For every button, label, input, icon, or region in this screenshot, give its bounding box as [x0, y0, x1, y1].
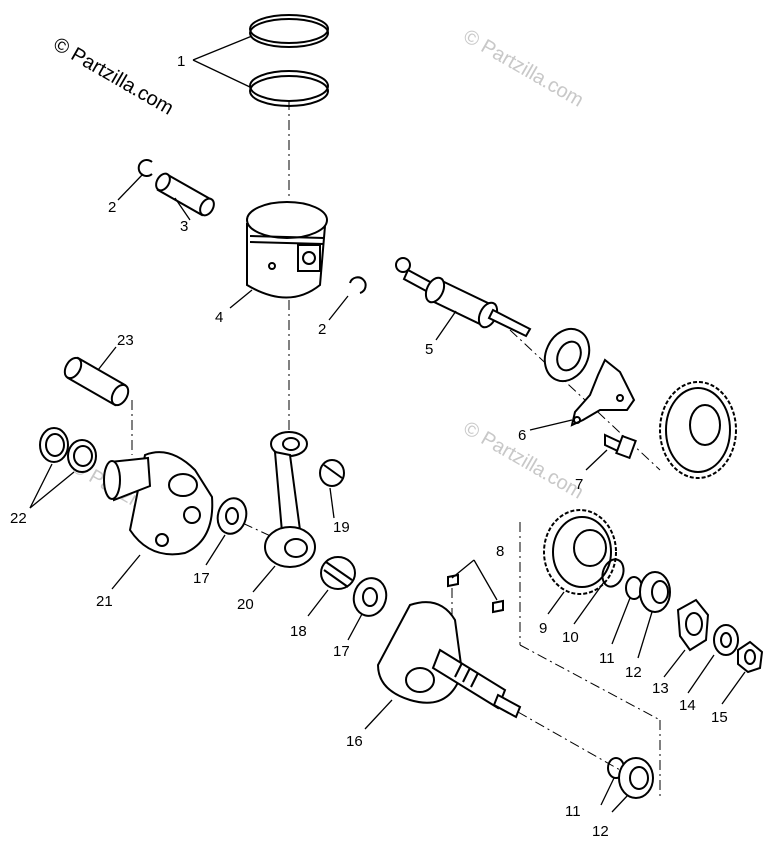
callout-18: 18	[290, 623, 307, 640]
big-end-needle-bearing	[320, 556, 356, 590]
balance-shaft-gear	[659, 381, 737, 479]
callout-6: 6	[518, 427, 526, 444]
piston-pin-circlip-left	[137, 159, 153, 177]
callout-16: 16	[346, 733, 363, 750]
callout-11-upper: 11	[599, 650, 615, 667]
leader-lines	[29, 35, 746, 813]
callout-9: 9	[539, 620, 547, 637]
flat-washer	[713, 624, 739, 656]
piston-pin	[155, 172, 215, 217]
gear-washer	[601, 558, 625, 588]
piston-rings	[249, 14, 329, 107]
retainer-bolt	[604, 433, 637, 460]
callout-3: 3	[180, 218, 188, 235]
crankshaft-right-half	[376, 601, 522, 719]
callout-19: 19	[333, 519, 350, 536]
callout-12-upper: 12	[625, 664, 642, 681]
piston	[246, 201, 328, 299]
crankshaft-seal-outer	[39, 427, 69, 463]
callout-5: 5	[425, 341, 433, 358]
small-end-needle-bearing	[319, 459, 345, 487]
crankshaft-seal-inner	[67, 439, 97, 473]
crankshaft-left-half	[103, 451, 214, 556]
callout-2-left: 2	[108, 199, 116, 216]
watermark-top-right: © Partzilla.com	[460, 25, 588, 111]
callout-22: 22	[10, 510, 27, 527]
main-bearing-lower	[618, 757, 654, 799]
callout-15: 15	[711, 709, 728, 726]
callout-13: 13	[652, 680, 669, 697]
crank-pin	[63, 356, 130, 407]
shaft-bearing	[543, 327, 591, 383]
callout-7: 7	[575, 476, 583, 493]
callout-2-right: 2	[318, 321, 326, 338]
callout-14: 14	[679, 697, 696, 714]
callout-1: 1	[177, 53, 185, 70]
bearing-retainer-plate	[570, 358, 636, 427]
hex-nut	[737, 640, 764, 674]
callout-8: 8	[496, 543, 504, 560]
callout-17-right: 17	[333, 643, 350, 660]
callout-10: 10	[562, 629, 579, 646]
watermark-top-left: © Partzilla.com	[50, 33, 178, 119]
piston-pin-circlip-right	[349, 276, 367, 294]
crankshaft-drive-gear	[543, 509, 617, 595]
bearing-upper	[639, 571, 671, 613]
callout-labels: 1 2 3 4 2 5 6 7 8 9 10 11 12 13 14 15 16…	[10, 53, 728, 840]
thrust-washer-left	[216, 497, 248, 535]
callout-12-lower: 12	[592, 823, 609, 840]
castle-nut	[676, 598, 710, 652]
balance-shaft-assembly	[395, 257, 532, 338]
callout-21: 21	[96, 593, 113, 610]
callout-17-left: 17	[193, 570, 210, 587]
callout-23: 23	[117, 332, 134, 349]
callout-20: 20	[237, 596, 254, 613]
connecting-rod	[264, 431, 316, 568]
callout-4: 4	[215, 309, 223, 326]
callout-11-lower: 11	[565, 803, 581, 820]
thrust-washer-right	[352, 577, 388, 617]
woodruff-key-right	[492, 599, 504, 614]
